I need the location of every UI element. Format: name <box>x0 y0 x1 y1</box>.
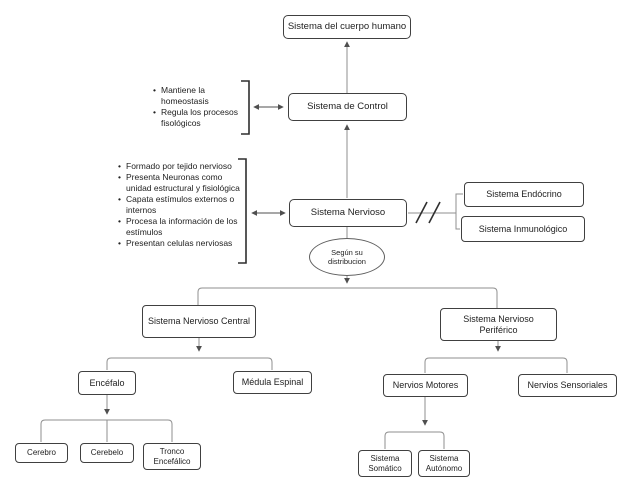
note-control-list: Mantiene la homeostasis Regula los proce… <box>153 85 245 129</box>
node-nervios-sensoriales: Nervios Sensoriales <box>518 374 617 397</box>
node-sistema-endocrino: Sistema Endócrino <box>464 182 584 207</box>
node-sistema-de-control: Sistema de Control <box>288 93 407 121</box>
node-sistema-cuerpo-humano: Sistema del cuerpo humano <box>283 15 411 39</box>
node-nervios-motores: Nervios Motores <box>383 374 468 397</box>
note-item: Procesa la información de los estímulos <box>118 216 240 238</box>
node-segun-su-distribucion: Según su distribucion <box>309 238 385 276</box>
node-medula-espinal: Médula Espinal <box>233 371 312 394</box>
node-sistema-autonomo: Sistema Autónomo <box>418 450 470 477</box>
node-sistema-somatico: Sistema Somático <box>358 450 412 477</box>
note-item: Formado por tejido nervioso <box>118 161 240 172</box>
node-cerebro: Cerebro <box>15 443 68 463</box>
note-item: Regula los procesos fisológicos <box>153 107 245 129</box>
note-item: Presentan celulas nerviosas <box>118 238 240 249</box>
node-sistema-nervioso-central: Sistema Nervioso Central <box>142 305 256 338</box>
note-nervioso-list: Formado por tejido nervioso Presenta Neu… <box>118 161 240 249</box>
node-sistema-inmunologico: Sistema Inmunológico <box>461 216 585 242</box>
note-item: Presenta Neuronas como unidad estructura… <box>118 172 240 194</box>
node-sistema-nervioso: Sistema Nervioso <box>289 199 407 227</box>
note-sistema-de-control: Mantiene la homeostasis Regula los proce… <box>153 85 245 129</box>
note-item: Capata estímulos externos o internos <box>118 194 240 216</box>
node-encefalo: Encéfalo <box>78 371 136 395</box>
note-item: Mantiene la homeostasis <box>153 85 245 107</box>
node-cerebelo: Cerebelo <box>80 443 134 463</box>
node-tronco-encefalico: Tronco Encefálico <box>143 443 201 470</box>
node-sistema-nervioso-periferico: Sistema Nervioso Periférico <box>440 308 557 341</box>
note-sistema-nervioso: Formado por tejido nervioso Presenta Neu… <box>118 161 240 249</box>
